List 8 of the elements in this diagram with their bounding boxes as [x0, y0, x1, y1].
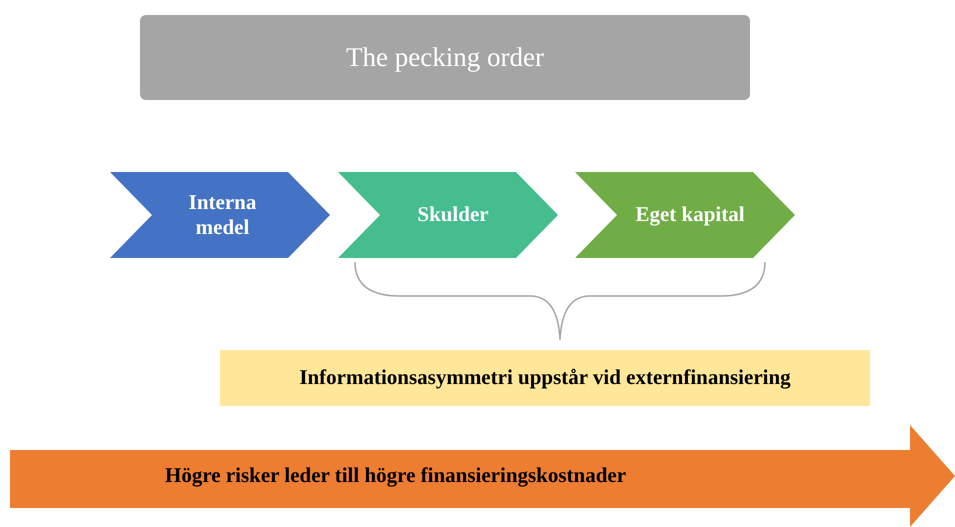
node-label: Högre risker leder till högre finansieringskostnader	[165, 463, 626, 489]
title-banner	[140, 15, 750, 100]
node-label: Informationsasymmetri uppstår vid externfinansiering	[299, 365, 791, 391]
node-label: Interna medel	[188, 190, 258, 240]
node-label: Eget kapital	[635, 202, 745, 228]
node-label: Skulder	[417, 202, 489, 228]
note-box	[220, 350, 870, 406]
node-label: The pecking order	[346, 41, 544, 74]
